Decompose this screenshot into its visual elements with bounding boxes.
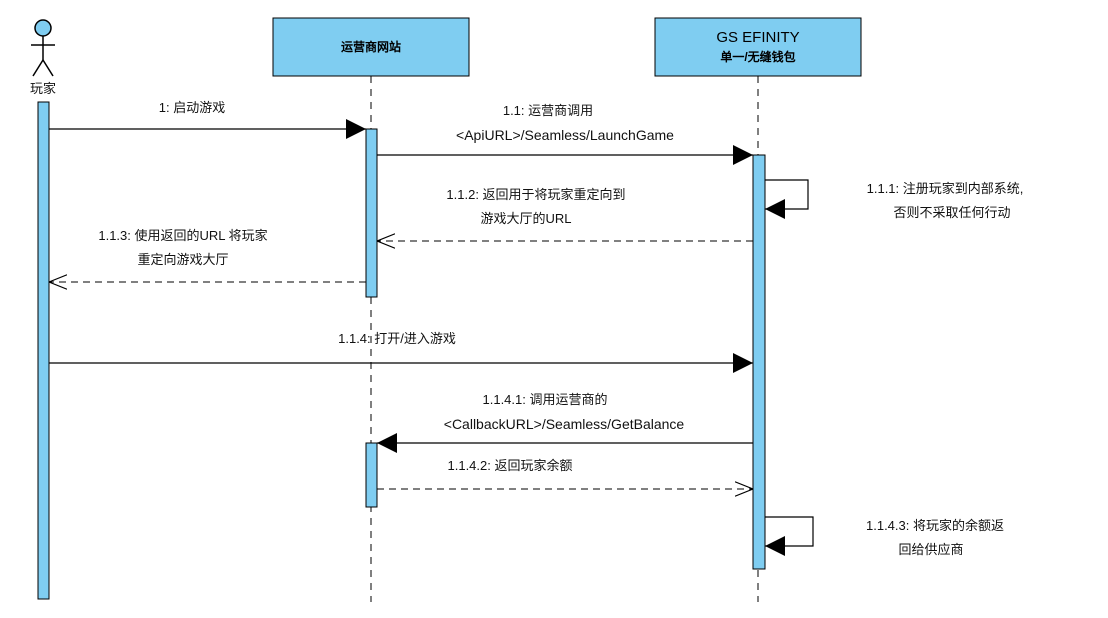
- message-1-1-label-line1: 1.1: 运营商调用: [503, 103, 593, 118]
- actor-player: 玩家: [30, 19, 56, 96]
- actor-leg-right: [42, 59, 54, 77]
- message-1-1-4-2: 1.1.4.2: 返回玩家余额: [377, 458, 753, 489]
- gs-header-title: GS EFINITY: [716, 29, 799, 46]
- message-1-1-2-label-line2: 游戏大厅的URL: [480, 211, 571, 226]
- message-1-1-4: 1.1.4: 打开/进入游戏: [49, 331, 753, 373]
- message-1: 1: 启动游戏: [49, 100, 366, 139]
- gs-header-box: [654, 17, 862, 77]
- gs-activation-bar: [752, 154, 766, 570]
- message-1-1-3-label-line1: 1.1.3: 使用返回的URL 将玩家: [98, 228, 267, 243]
- message-1-1-4-2-label: 1.1.4.2: 返回玩家余额: [448, 458, 573, 473]
- participant-operator: 运营商网站: [272, 17, 470, 602]
- message-1-1-1-arrow: [765, 179, 809, 219]
- message-1-1: 1.1: 运营商调用 <ApiURL>/Seamless/LaunchGame: [377, 103, 753, 165]
- message-1-1-4-label: 1.1.4: 打开/进入游戏: [338, 331, 456, 346]
- message-1-1-4-3-label-line2: 回给供应商: [898, 542, 963, 557]
- message-1-1-1: 1.1.1: 注册玩家到内部系统, 否则不采取任何行动: [765, 179, 1024, 220]
- message-1-1-4-1-label-line1: 1.1.4.1: 调用运营商的: [483, 392, 608, 407]
- player-activation-bar: [37, 101, 50, 600]
- message-1-1-4-1: 1.1.4.1: 调用运营商的 <CallbackURL>/Seamless/G…: [377, 392, 753, 453]
- message-1-1-4-3-arrow: [765, 516, 814, 556]
- operator-header-label: 运营商网站: [341, 39, 401, 54]
- actor-head-icon: [34, 19, 52, 37]
- message-1-label: 1: 启动游戏: [159, 100, 225, 115]
- message-1-1-3: 1.1.3: 使用返回的URL 将玩家 重定向游戏大厅: [49, 228, 366, 282]
- operator-activation-bar-2: [365, 442, 378, 508]
- gs-header-subtitle: 单一/无缝钱包: [720, 49, 795, 64]
- operator-header-box: [272, 17, 470, 77]
- message-1-1-1-label-line1: 1.1.1: 注册玩家到内部系统,: [867, 181, 1024, 196]
- operator-activation-bar-1: [365, 128, 378, 298]
- message-1-1-2: 1.1.2: 返回用于将玩家重定向到 游戏大厅的URL: [377, 187, 753, 241]
- participant-gs: GS EFINITY 单一/无缝钱包: [654, 17, 862, 602]
- message-1-1-4-3: 1.1.4.3: 将玩家的余额返 回给供应商: [765, 516, 1004, 557]
- message-1-1-2-label-line1: 1.1.2: 返回用于将玩家重定向到: [446, 187, 625, 202]
- actor-leg-left: [32, 59, 44, 77]
- message-1-1-3-label-line2: 重定向游戏大厅: [137, 252, 228, 267]
- message-1-1-1-label-line2: 否则不采取任何行动: [893, 205, 1010, 220]
- message-1-1-label-line2: <ApiURL>/Seamless/LaunchGame: [456, 127, 674, 143]
- message-1-1-4-3-label-line1: 1.1.4.3: 将玩家的余额返: [866, 518, 1004, 533]
- message-1-1-4-1-label-line2: <CallbackURL>/Seamless/GetBalance: [444, 416, 685, 432]
- actor-player-label: 玩家: [30, 81, 56, 96]
